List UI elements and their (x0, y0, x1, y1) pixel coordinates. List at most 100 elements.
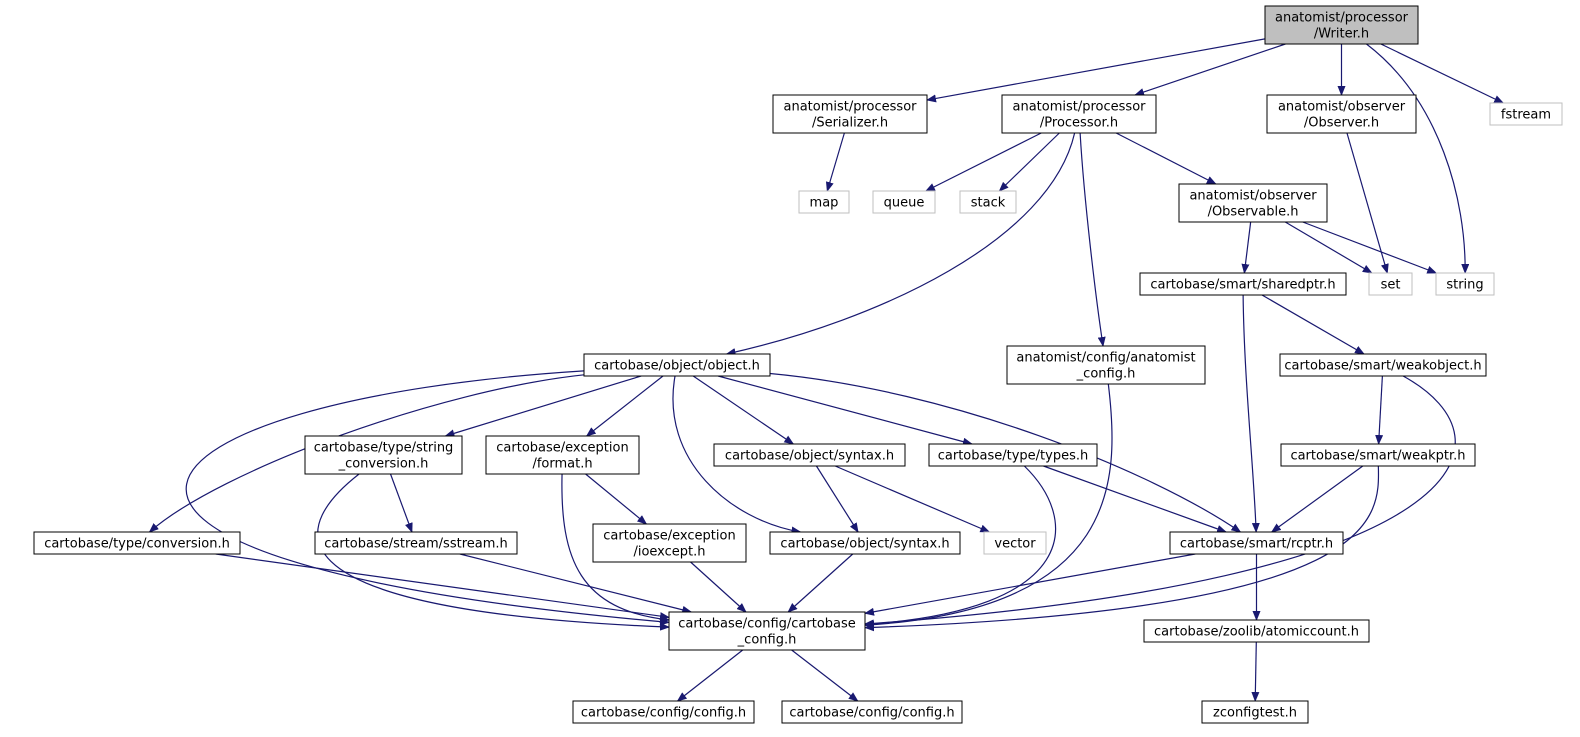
edge-weakptr-to-rcptr (1270, 465, 1364, 533)
node-weakptr[interactable]: cartobase/smart/weakptr.h (1280, 443, 1476, 467)
edge-processor-to-queue (924, 132, 1042, 192)
node-cbconfig[interactable]: cartobase/config/cartobase_config.h (668, 611, 866, 651)
edge-atomic-to-zconfig (1251, 641, 1260, 702)
node-writer[interactable]: anatomist/processor/Writer.h (1264, 5, 1419, 45)
node-rcptr[interactable]: cartobase/smart/rcptr.h (1169, 531, 1344, 555)
node-box-writer (1264, 5, 1419, 45)
edge-observer-to-set (1346, 132, 1389, 274)
node-string: string (1435, 272, 1495, 296)
edge-processor-to-object (725, 132, 1076, 356)
node-box-observer (1266, 94, 1417, 134)
node-label-anaconfig-line2: _config.h (1076, 367, 1136, 382)
node-box-serializer (772, 94, 928, 134)
node-label-strconv-line1: cartobase/type/string (314, 441, 454, 456)
edge-syntax1-to-vector (834, 465, 991, 533)
node-label-atomic: cartobase/zoolib/atomiccount.h (1154, 625, 1359, 640)
node-label-observable-line2: /Observable.h (1208, 205, 1299, 220)
node-observable[interactable]: anatomist/observer/Observable.h (1178, 183, 1328, 223)
node-queue: queue (872, 190, 936, 214)
edge-processor-to-stack (998, 132, 1060, 192)
node-label-format-line2: /format.h (532, 457, 592, 472)
node-serializer[interactable]: anatomist/processor/Serializer.h (772, 94, 928, 134)
node-label-processor-line2: /Processor.h (1040, 116, 1118, 131)
node-format[interactable]: cartobase/exception/format.h (485, 435, 640, 475)
nodes-layer: anatomist/processor/Writer.hanatomist/pr… (33, 5, 1563, 724)
node-box-object (583, 353, 771, 377)
node-box-cbconfig (668, 611, 866, 651)
edge-ioexcept-to-cbconfig (690, 561, 747, 613)
node-label-processor-line1: anatomist/processor (1012, 100, 1146, 115)
edge-object-to-syntax2 (672, 375, 802, 535)
edge-serializer-to-map (825, 132, 845, 192)
node-label-sharedptr: cartobase/smart/sharedptr.h (1150, 278, 1335, 293)
node-zconfig[interactable]: zconfigtest.h (1201, 700, 1309, 724)
node-label-serializer-line1: anatomist/processor (783, 100, 917, 115)
node-object[interactable]: cartobase/object/object.h (583, 353, 771, 377)
node-config1[interactable]: cartobase/config/config.h (572, 700, 755, 724)
node-conversion[interactable]: cartobase/type/conversion.h (33, 531, 241, 555)
node-label-config1: cartobase/config/config.h (581, 706, 746, 721)
edge-sharedptr-to-rcptr (1242, 294, 1260, 533)
edge-syntax1-to-syntax2 (815, 465, 859, 533)
node-label-writer-line1: anatomist/processor (1275, 11, 1409, 26)
node-box-vector (983, 531, 1047, 555)
node-atomic[interactable]: cartobase/zoolib/atomiccount.h (1143, 619, 1370, 643)
node-label-observer-line2: /Observer.h (1304, 116, 1379, 131)
edges-layer (148, 38, 1505, 702)
edge-types-to-cbconfig (864, 465, 1057, 628)
node-box-weakobject (1279, 353, 1487, 377)
node-sstream[interactable]: cartobase/stream/sstream.h (314, 531, 518, 555)
node-label-string: string (1446, 278, 1483, 293)
node-set: set (1368, 272, 1413, 296)
node-label-observable-line1: anatomist/observer (1189, 189, 1317, 204)
node-label-ioexcept-line2: /ioexcept.h (633, 545, 705, 560)
edge-rcptr-to-cbconfig (864, 553, 1196, 616)
edge-strconv-to-cbconfig (317, 473, 670, 631)
node-box-weakptr (1280, 443, 1476, 467)
edge-cbconfig-to-config2 (791, 649, 859, 702)
edge-weakobject-to-weakptr (1375, 375, 1384, 445)
node-processor[interactable]: anatomist/processor/Processor.h (1001, 94, 1157, 134)
node-sharedptr[interactable]: cartobase/smart/sharedptr.h (1139, 272, 1347, 296)
node-types[interactable]: cartobase/type/types.h (928, 443, 1098, 467)
node-label-vector: vector (994, 537, 1036, 552)
node-box-queue (872, 190, 936, 214)
edge-weakobject-to-cbconfig (864, 375, 1456, 628)
edge-conversion-to-cbconfig (215, 553, 670, 621)
node-box-stack (959, 190, 1017, 214)
node-label-conversion: cartobase/type/conversion.h (44, 537, 230, 552)
edge-format-to-ioexcept (585, 473, 648, 525)
node-box-processor (1001, 94, 1157, 134)
edge-types-to-rcptr (1043, 465, 1228, 533)
node-observer[interactable]: anatomist/observer/Observer.h (1266, 94, 1417, 134)
node-anaconfig[interactable]: anatomist/config/anatomist_config.h (1006, 345, 1206, 385)
node-strconv[interactable]: cartobase/type/string_conversion.h (304, 435, 463, 475)
node-label-format-line1: cartobase/exception (496, 441, 628, 456)
node-label-zconfig: zconfigtest.h (1213, 706, 1297, 721)
node-box-config2 (781, 700, 963, 724)
node-box-format (485, 435, 640, 475)
node-label-syntax1: cartobase/object/syntax.h (725, 449, 894, 464)
edge-processor-to-observable (1115, 132, 1217, 185)
edge-writer-to-processor (1134, 43, 1286, 96)
node-box-zconfig (1201, 700, 1309, 724)
edge-processor-to-anaconfig (1079, 132, 1106, 347)
node-config2[interactable]: cartobase/config/config.h (781, 700, 963, 724)
edge-observable-to-sharedptr (1241, 221, 1252, 274)
node-syntax1[interactable]: cartobase/object/syntax.h (713, 443, 906, 467)
node-label-rcptr: cartobase/smart/rcptr.h (1180, 537, 1333, 552)
edge-object-to-syntax1 (692, 375, 795, 445)
edge-format-to-cbconfig (561, 473, 670, 623)
edge-object-to-cbconfig (185, 370, 670, 626)
node-label-observer-line1: anatomist/observer (1278, 100, 1406, 115)
node-label-anaconfig-line1: anatomist/config/anatomist (1016, 351, 1195, 366)
edge-writer-to-serializer (926, 38, 1266, 103)
node-weakobject[interactable]: cartobase/smart/weakobject.h (1279, 353, 1487, 377)
node-ioexcept[interactable]: cartobase/exception/ioexcept.h (592, 523, 747, 563)
node-label-stack: stack (971, 196, 1006, 211)
edge-cbconfig-to-config1 (676, 649, 744, 702)
node-label-config2: cartobase/config/config.h (789, 706, 954, 721)
node-syntax2[interactable]: cartobase/object/syntax.h (769, 531, 961, 555)
